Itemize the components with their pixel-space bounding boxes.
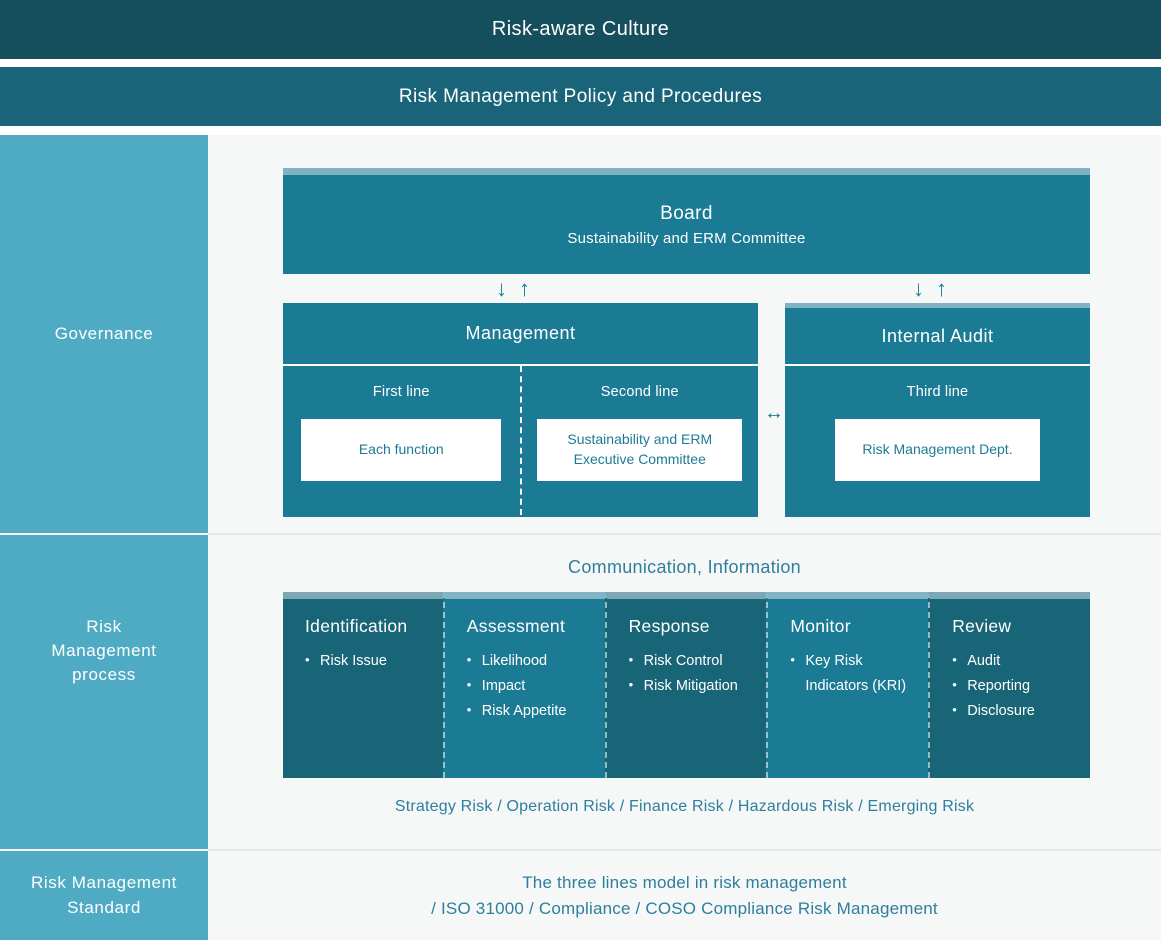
list-item: Reporting <box>952 674 1090 699</box>
first-line-label: First line <box>372 384 430 400</box>
governance-content: Board Sustainability and ERM Committee ↓… <box>208 135 1161 535</box>
board-box: Board Sustainability and ERM Committee <box>283 168 1090 274</box>
list-item: Risk Control <box>629 649 767 674</box>
standard-body: The three lines model in risk management… <box>208 851 1161 940</box>
standard-line-1: The three lines model in risk management <box>522 872 847 892</box>
governance-label-text: Governance <box>54 323 154 343</box>
process-column-items: Key Risk Indicators (KRI) <box>790 649 928 699</box>
arrow-pair-board-management: ↓ ↑ <box>496 278 530 300</box>
banner-policy-label: Risk Management Policy and Procedures <box>398 85 763 107</box>
internal-audit-box: Internal Audit Third line Risk Managemen… <box>785 303 1090 517</box>
management-box: Management First line Each function Seco… <box>283 303 758 517</box>
process-column-title: Response <box>628 616 710 636</box>
list-item: Key Risk Indicators (KRI) <box>790 649 928 699</box>
risk-types-list: Strategy Risk / Operation Risk / Finance… <box>394 798 975 815</box>
card-risk-management-dept: Risk Management Dept. <box>835 419 1040 481</box>
arrow-up-icon: ↑ <box>936 276 947 301</box>
process-column-items: Risk Control Risk Mitigation <box>629 649 767 699</box>
list-item: Likelihood <box>467 649 605 674</box>
first-line-column: First line Each function <box>283 366 520 515</box>
board-subtitle: Sustainability and ERM Committee <box>567 229 806 247</box>
second-line-label: Second line <box>600 384 679 400</box>
third-line-label: Third line <box>906 384 969 400</box>
arrow-pair-board-audit: ↓ ↑ <box>913 278 947 300</box>
banner-risk-aware-culture: Risk-aware Culture <box>0 0 1161 59</box>
management-lines: First line Each function Second line Sus… <box>283 366 758 515</box>
process-column-response: Response Risk Control Risk Mitigation <box>604 592 767 778</box>
internal-audit-title: Internal Audit <box>785 308 1090 366</box>
process-column-title: Review <box>952 616 1012 636</box>
process-column-title: Monitor <box>790 616 851 636</box>
process-column-review: Review Audit Reporting Disclosure <box>928 592 1090 778</box>
list-item: Impact <box>467 674 605 699</box>
third-line-column: Third line Risk Management Dept. <box>785 366 1090 517</box>
arrow-bidirectional-icon: ↔ <box>764 402 784 424</box>
board-title: Board <box>660 202 713 224</box>
sidebar-label-governance: Governance <box>0 135 208 535</box>
standard-content: The three lines model in risk management… <box>208 851 1161 940</box>
process-column-title: Identification <box>305 616 408 636</box>
process-column-title: Assessment <box>466 616 566 636</box>
process-column-items: Likelihood Impact Risk Appetite <box>467 649 605 724</box>
banner-culture-label: Risk-aware Culture <box>491 18 670 40</box>
management-title: Management <box>283 303 758 366</box>
banner-risk-management-policy: Risk Management Policy and Procedures <box>0 67 1161 126</box>
card-each-function: Each function <box>301 419 502 481</box>
arrow-up-icon: ↑ <box>519 276 530 301</box>
process-column-monitor: Monitor Key Risk Indicators (KRI) <box>766 592 929 778</box>
process-column-items: Audit Reporting Disclosure <box>952 649 1090 724</box>
list-item: Risk Mitigation <box>629 674 767 699</box>
standard-line-2: / ISO 31000 / Compliance / COSO Complian… <box>431 898 938 918</box>
process-column-assessment: Assessment Likelihood Impact Risk Appeti… <box>442 592 605 778</box>
list-item: Risk Issue <box>305 649 443 674</box>
process-column-items: Risk Issue <box>305 649 443 674</box>
internal-audit-lines: Third line Risk Management Dept. <box>785 366 1090 517</box>
process-content: Communication, Information Identificatio… <box>208 535 1161 851</box>
list-item: Audit <box>952 649 1090 674</box>
arrow-down-icon: ↓ <box>913 276 924 301</box>
communication-information-title: Communication, Information <box>568 557 801 577</box>
row-governance: Governance Board Sustainability and ERM … <box>0 135 1161 535</box>
list-item: Risk Appetite <box>467 699 605 724</box>
arrow-down-icon: ↓ <box>496 276 507 301</box>
list-item: Disclosure <box>952 699 1090 724</box>
process-column-identification: Identification Risk Issue <box>283 592 443 778</box>
process-columns-band: Identification Risk Issue Assessment Lik… <box>283 592 1090 778</box>
